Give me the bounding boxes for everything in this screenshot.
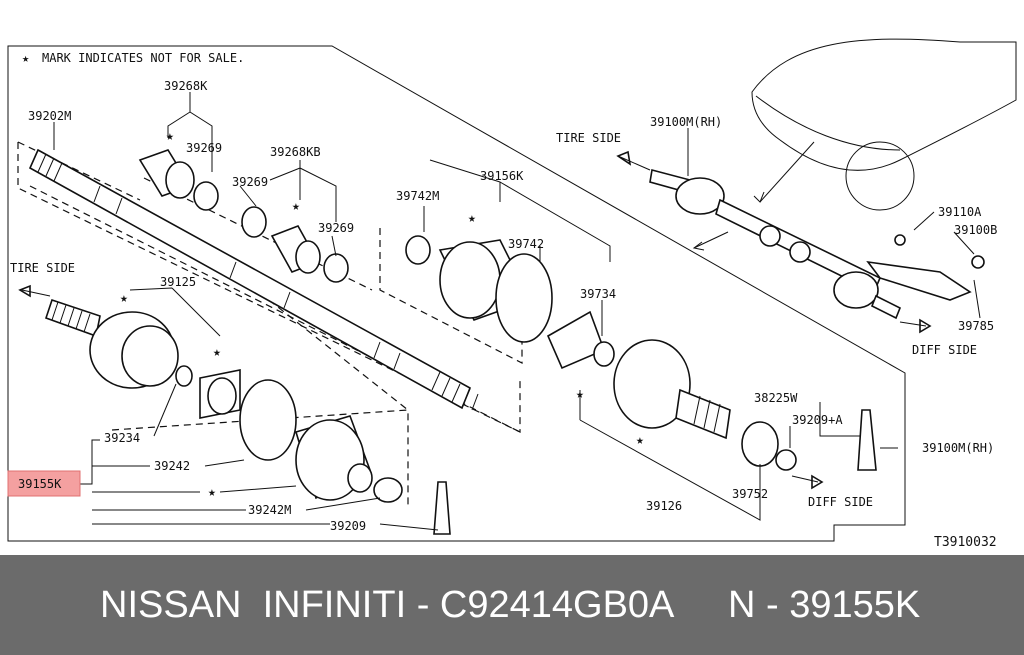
label-39742M: 39742M [396,189,439,203]
dashed-box-left [17,141,141,201]
star-mark: ★ [166,129,174,144]
drive-shaft-39202M [28,148,479,411]
label-39100B: 39100B [954,223,997,237]
label-tire-side-left: TIRE SIDE [10,261,75,275]
label-39100M-right: 39100M(RH) [922,441,994,455]
label-39110A: 39110A [938,205,982,219]
label-39100M-top: 39100M(RH) [650,115,722,129]
label-38225W: 38225W [754,391,798,405]
label-39209: 39209 [330,519,366,533]
label-39269c: 39269 [318,221,354,235]
star-mark: ★ [636,433,644,448]
label-39126: 39126 [646,499,682,513]
legend-text: MARK INDICATES NOT FOR SALE. [42,51,244,65]
inner-joint-39126 [405,235,877,471]
label-39785: 39785 [958,319,994,333]
label-39156K: 39156K [480,169,524,183]
label-39269a: 39269 [186,141,222,155]
label-39234: 39234 [104,431,140,445]
label-39155K: 39155K [18,477,62,491]
parts-diagram: ★ MARK INDICATES NOT FOR SALE. [7,38,1017,550]
boot-39268K [138,149,349,283]
brand-and-oem-number: NISSAN INFINITI - C92414GB0A [100,584,675,626]
star-mark: ★ [468,211,476,226]
label-39242M: 39242M [248,503,291,517]
bracket-39785 [866,234,985,301]
label-39268KB: 39268KB [270,145,321,159]
label-39202M: 39202M [28,109,71,123]
label-39268K: 39268K [164,79,208,93]
shaft-assembly-39100M [649,169,902,320]
label-diff-side-right: DIFF SIDE [912,343,977,357]
label-39752: 39752 [732,487,768,501]
highlight-39155K [7,470,81,497]
star-mark: ★ [213,345,221,360]
label-39734: 39734 [580,287,616,301]
label-39209A: 39209+A [792,413,843,427]
catalog-part-number: N - 39155K [728,584,921,626]
label-diff-side-bottom: DIFF SIDE [808,495,873,509]
legend-star: ★ [22,51,29,65]
star-mark: ★ [208,485,216,500]
vehicle-outline [751,38,1017,211]
outer-joint-39125 [44,298,451,535]
label-39242: 39242 [154,459,190,473]
figure-code: T3910032 [934,535,997,550]
label-39125: 39125 [160,275,196,289]
part-number-footer: NISSAN INFINITI - C92414GB0A N - 39155K [0,555,1024,655]
label-39269b: 39269 [232,175,268,189]
star-mark: ★ [120,291,128,306]
label-tire-side-upper: TIRE SIDE [556,131,621,145]
star-mark: ★ [292,199,300,214]
label-39742: 39742 [508,237,544,251]
